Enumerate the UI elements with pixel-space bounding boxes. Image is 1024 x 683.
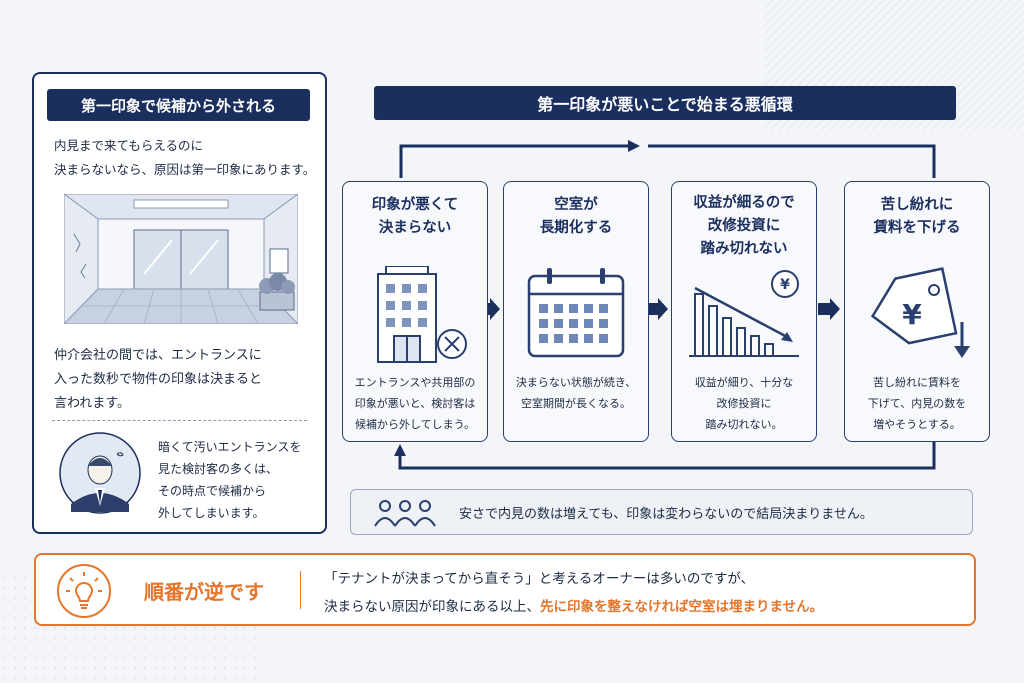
step-3-title: 収益が細るので 改修投資に 踏み切れない xyxy=(693,195,795,257)
callout-highlight: 先に印象を整えなければ空室は埋まりません。 xyxy=(540,599,824,615)
cycle-step-1: 印象が悪くて 決まらない エントランスや共用部の 印象が悪いと、検討客は 候補か… xyxy=(342,181,488,442)
intro-line-2: 決まらないなら、原因は第一印象にあります。 xyxy=(54,162,316,177)
body-line-2: 入った数秒で物件の印象は決まると xyxy=(54,372,263,387)
loop-bottom-arrowhead xyxy=(394,444,406,456)
first-impression-title: 第一印象で候補から外される xyxy=(47,89,310,121)
calendar-icon xyxy=(527,268,625,358)
note-line-4: 外してしまいます。 xyxy=(158,506,265,520)
step-4-desc: 苦し紛れに賃料を 下げて、内見の数を 増やそうとする。 xyxy=(867,376,967,431)
callout-line-2-prefix: 決まらない原因が印象にある以上、 xyxy=(324,599,540,615)
worried-person-icon xyxy=(59,432,141,514)
people-note-box: 安さで内見の数は増えても、印象は変わらないので結局決まりません。 xyxy=(350,489,973,535)
loop-top-arrowhead xyxy=(628,140,640,152)
body-line-3: 言われます。 xyxy=(54,396,131,411)
people-note-text: 安さで内見の数は増えても、印象は変わらないので結局決まりません。 xyxy=(459,506,873,522)
declining-chart-icon: ¥ xyxy=(689,270,799,357)
step-4-title: 苦し紛れに 賃料を下げる xyxy=(873,197,961,236)
price-tag-down-icon: ¥ xyxy=(870,267,970,358)
callout-separator xyxy=(300,571,301,609)
step-arrow-3 xyxy=(818,298,840,320)
cycle-step-2: 空室が 長期化する 決まらない状態が続き、 空室期間が長くなる。 xyxy=(503,181,649,442)
step-arrow-2 xyxy=(646,298,668,320)
svg-text:¥: ¥ xyxy=(902,298,922,331)
note-line-3: その時点で候補から xyxy=(158,484,267,498)
callout-line-1: 「テナントが決まってから直そう」と考えるオーナーは多いのですが、 xyxy=(324,571,755,587)
body-line-1: 仲介会社の間では、エントランスに xyxy=(54,348,262,363)
intro-line-1: 内見まで来てもらえるのに xyxy=(54,138,204,153)
step-1-desc: エントランスや共用部の 印象が悪いと、検討客は 候補から外してしまう。 xyxy=(354,376,476,431)
people-group-icon xyxy=(374,500,436,527)
building-x-icon xyxy=(377,266,467,363)
first-impression-panel: 第一印象で候補から外される 内見まで来てもらえるのに 決まらないなら、原因は第一… xyxy=(32,72,327,534)
note-line-1: 暗くて汚いエントランスを xyxy=(158,440,302,454)
step-3-desc: 収益が細り、十分な 改修投資に 踏み切れない。 xyxy=(694,376,794,431)
step-2-title: 空室が 長期化する xyxy=(539,197,613,236)
note-line-2: 見た検討客の多くは、 xyxy=(158,462,279,476)
cycle-step-4: 苦し紛れに 賃料を下げる ¥ 苦し紛れに賃料を 下げて、内見の数を 増やそうとす… xyxy=(844,181,990,442)
callout-line-2: 決まらない原因が印象にある以上、先に印象を整えなければ空室は埋まりません。 xyxy=(324,595,823,615)
entrance-illustration-icon xyxy=(64,194,298,324)
lightbulb-icon xyxy=(57,564,111,618)
order-reversed-callout: 順番が逆です 「テナントが決まってから直そう」と考えるオーナーは多いのですが、 … xyxy=(34,553,976,626)
cycle-step-3: 収益が細るので 改修投資に 踏み切れない ¥ 収益が細り、十分な 改修投資に 踏… xyxy=(671,181,817,442)
svg-text:¥: ¥ xyxy=(780,277,790,293)
order-reversed-headline: 順番が逆です xyxy=(144,579,264,604)
step-2-desc: 決まらない状態が続き、 空室期間が長くなる。 xyxy=(515,376,637,410)
step-1-title: 印象が悪くて 決まらない xyxy=(371,197,459,236)
vicious-cycle-title: 第一印象が悪いことで始まる悪循環 xyxy=(374,86,956,120)
divider xyxy=(52,420,307,421)
